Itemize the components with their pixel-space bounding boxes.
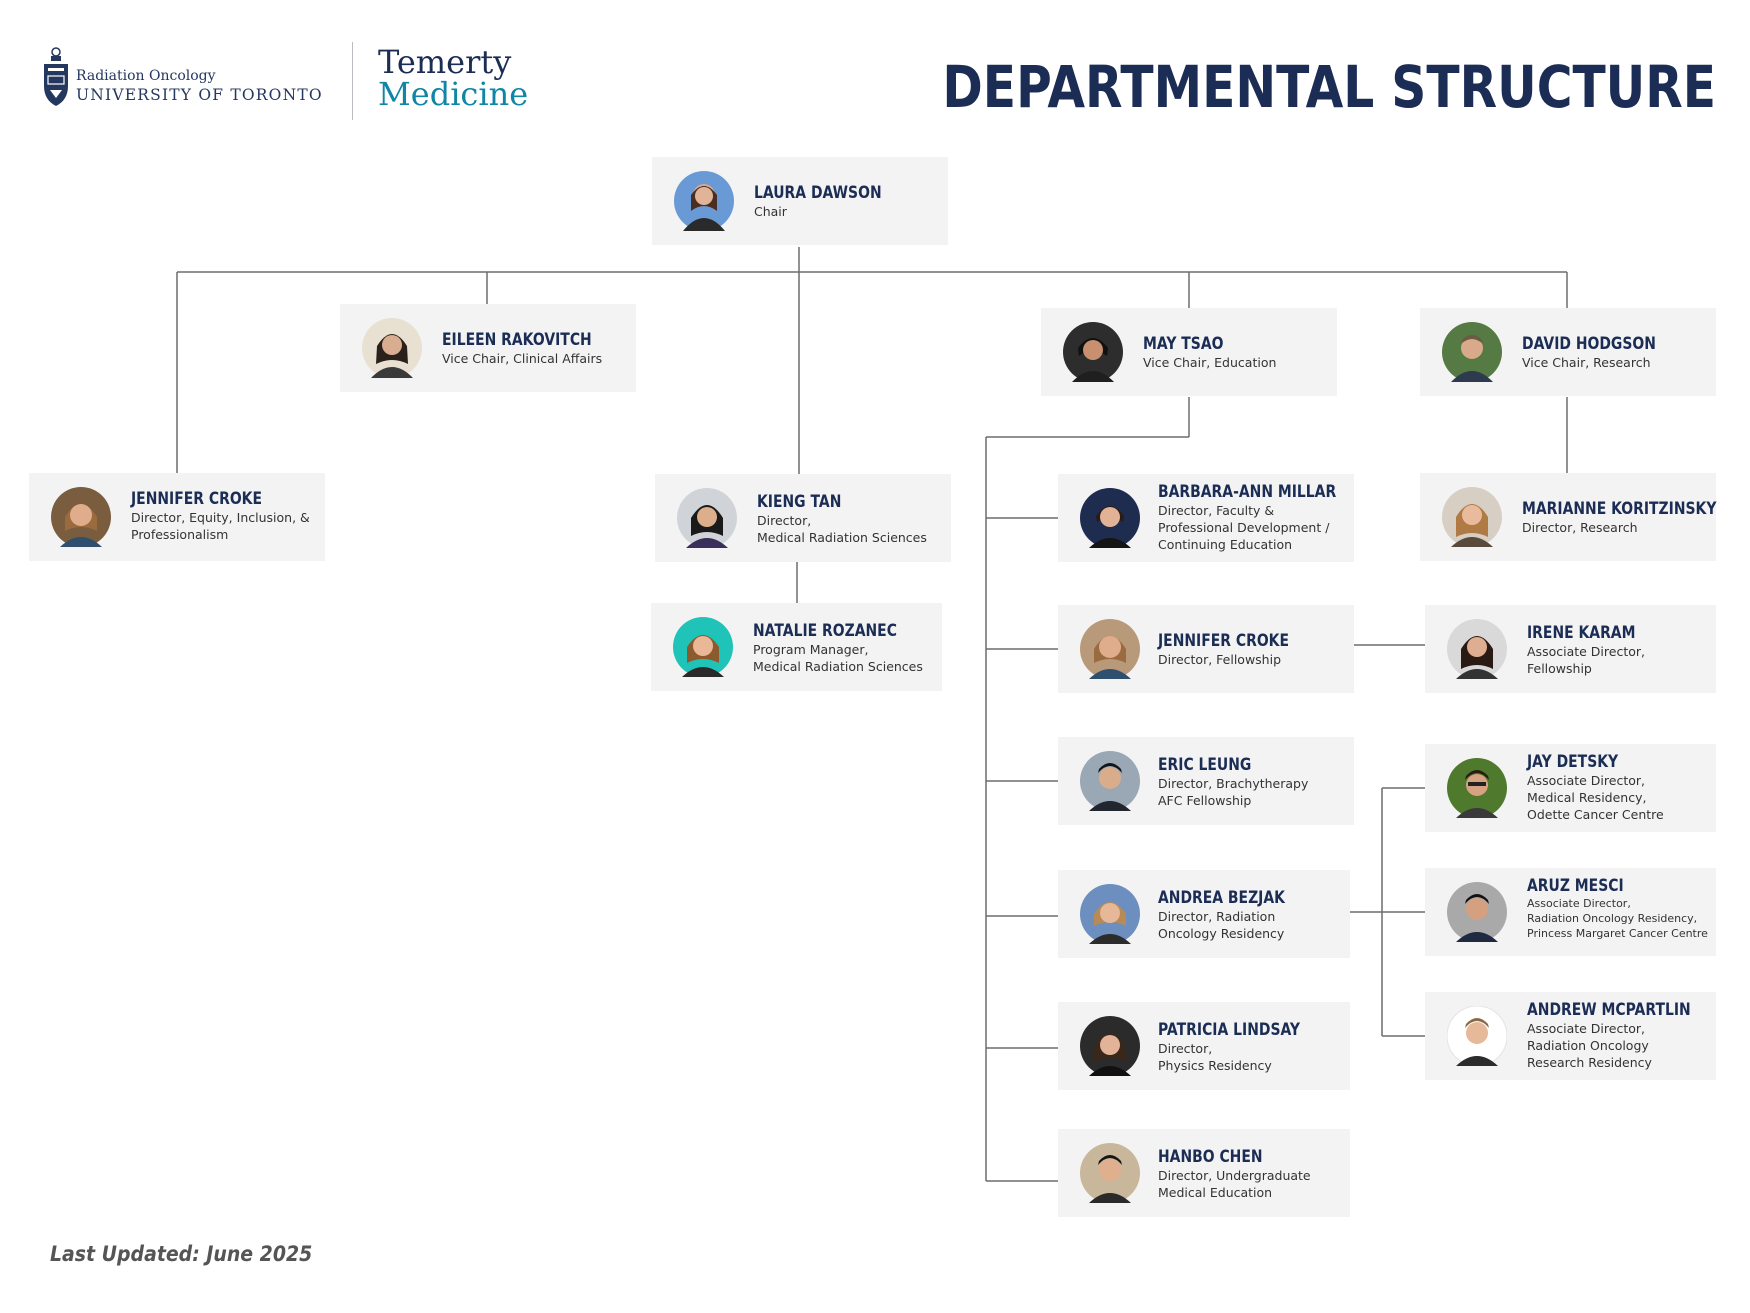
person-name: JENNIFER CROKE	[1158, 631, 1290, 651]
person-role: Vice Chair, Research	[1522, 355, 1651, 370]
avatar-photo-icon	[673, 617, 733, 677]
page-title: DEPARTMENTAL STRUCTURE	[942, 53, 1716, 121]
person-card-irene-karam: IRENE KARAM Associate Director, Fellowsh…	[1425, 605, 1716, 693]
person-name: ERIC LEUNG	[1158, 755, 1252, 775]
person-card-andrew-mcpartlin: ANDREW MCPARTLIN Associate Director, Rad…	[1425, 992, 1716, 1080]
avatar-photo-icon	[362, 318, 422, 378]
avatar-photo-icon	[1447, 619, 1507, 679]
person-name: ANDREW MCPARTLIN	[1527, 1000, 1691, 1020]
person-name: PATRICIA LINDSAY	[1158, 1020, 1301, 1040]
avatar-photo-icon	[1080, 488, 1140, 548]
avatar-photo-icon	[1447, 758, 1507, 818]
person-role: Director, Medical Radiation Sciences	[757, 513, 927, 545]
avatar-photo-icon	[1063, 322, 1123, 382]
person-name: KIENG TAN	[757, 492, 842, 512]
person-card-may-tsao: MAY TSAO Vice Chair, Education	[1041, 308, 1337, 396]
avatar-photo-icon	[677, 488, 737, 548]
avatar-photo-icon	[51, 487, 111, 547]
person-name: NATALIE ROZANEC	[753, 621, 897, 641]
avatar-photo-icon	[1080, 1143, 1140, 1203]
uoft-crest-icon	[44, 47, 68, 106]
person-name: JENNIFER CROKE	[131, 489, 263, 509]
person-name: IRENE KARAM	[1527, 623, 1636, 643]
person-role: Director, Undergraduate Medical Educatio…	[1158, 1168, 1311, 1200]
person-role: Director, Faculty & Professional Develop…	[1158, 503, 1330, 552]
person-name: DAVID HODGSON	[1522, 334, 1656, 354]
person-card-natalie-rozanec: NATALIE ROZANEC Program Manager, Medical…	[651, 603, 942, 691]
person-card-andrea-bezjak: ANDREA BEZJAK Director, Radiation Oncolo…	[1058, 870, 1350, 958]
person-card-jay-detsky: JAY DETSKY Associate Director, Medical R…	[1425, 744, 1716, 832]
person-role: Director, Radiation Oncology Residency	[1158, 909, 1285, 941]
avatar-photo-icon	[1447, 882, 1507, 942]
uoft-wordmark: UNIVERSITY OF TORONTO	[76, 86, 323, 104]
person-card-eileen-rakovitch: EILEEN RAKOVITCH Vice Chair, Clinical Af…	[340, 304, 636, 392]
person-role: Director, Physics Residency	[1158, 1041, 1272, 1073]
person-role: Program Manager, Medical Radiation Scien…	[753, 642, 923, 674]
person-role: Vice Chair, Education	[1143, 355, 1277, 370]
person-role: Associate Director, Fellowship	[1527, 644, 1645, 676]
person-name: JAY DETSKY	[1527, 752, 1619, 772]
person-name: MARIANNE KORITZINSKY	[1522, 499, 1717, 519]
avatar-photo-icon	[1447, 1006, 1507, 1066]
person-role: Director, Fellowship	[1158, 652, 1282, 667]
avatar-photo-icon	[1080, 1016, 1140, 1076]
person-card-marianne-koritzinsky: MARIANNE KORITZINSKY Director, Research	[1420, 473, 1716, 561]
person-name: BARBARA-ANN MILLAR	[1158, 482, 1337, 502]
person-card-laura-dawson: LAURA DAWSON Chair	[652, 157, 948, 245]
person-role: Director, Research	[1522, 520, 1638, 535]
person-card-jennifer-croke-equity: JENNIFER CROKE Director, Equity, Inclusi…	[29, 473, 325, 561]
avatar-photo-icon	[1442, 322, 1502, 382]
person-name: EILEEN RAKOVITCH	[442, 330, 592, 350]
person-name: ARUZ MESCI	[1527, 876, 1624, 896]
person-role: Vice Chair, Clinical Affairs	[442, 351, 603, 366]
person-name: LAURA DAWSON	[754, 183, 882, 203]
person-role: Director, Brachytherapy AFC Fellowship	[1158, 776, 1309, 808]
avatar-photo-icon	[674, 171, 734, 231]
person-card-hanbo-chen: HANBO CHEN Director, Undergraduate Medic…	[1058, 1129, 1350, 1217]
avatar-photo-icon	[1080, 619, 1140, 679]
person-name: ANDREA BEZJAK	[1158, 888, 1285, 908]
person-card-jennifer-croke-fellowship: JENNIFER CROKE Director, Fellowship	[1058, 605, 1354, 693]
avatar-photo-icon	[1080, 884, 1140, 944]
logo-divider	[352, 42, 353, 120]
last-updated-label: Last Updated: June 2025	[50, 1242, 313, 1266]
person-role: Associate Director, Radiation Oncology R…	[1527, 897, 1708, 940]
avatar-photo-icon	[1442, 487, 1502, 547]
avatar-photo-icon	[1080, 751, 1140, 811]
uoft-logo: Radiation Oncology UNIVERSITY OF TORONTO	[42, 46, 342, 116]
person-card-eric-leung: ERIC LEUNG Director, Brachytherapy AFC F…	[1058, 737, 1354, 825]
person-role: Director, Equity, Inclusion, & Professio…	[131, 510, 310, 542]
person-role: Associate Director, Medical Residency, O…	[1527, 773, 1664, 822]
person-role: Associate Director, Radiation Oncology R…	[1527, 1021, 1652, 1070]
uoft-dept-label: Radiation Oncology	[76, 68, 216, 84]
person-card-aruz-mesci: ARUZ MESCI Associate Director, Radiation…	[1425, 868, 1716, 956]
person-name: HANBO CHEN	[1158, 1147, 1263, 1167]
person-card-kieng-tan: KIENG TAN Director, Medical Radiation Sc…	[655, 474, 951, 562]
temerty-wordmark-line2: Medicine	[378, 75, 529, 113]
person-card-barbara-ann-millar: BARBARA-ANN MILLAR Director, Faculty & P…	[1058, 474, 1354, 562]
person-name: MAY TSAO	[1143, 334, 1224, 354]
temerty-wordmark-line1: Temerty	[378, 43, 512, 81]
person-role: Chair	[754, 204, 787, 219]
person-card-patricia-lindsay: PATRICIA LINDSAY Director, Physics Resid…	[1058, 1002, 1350, 1090]
person-card-david-hodgson: DAVID HODGSON Vice Chair, Research	[1420, 308, 1716, 396]
